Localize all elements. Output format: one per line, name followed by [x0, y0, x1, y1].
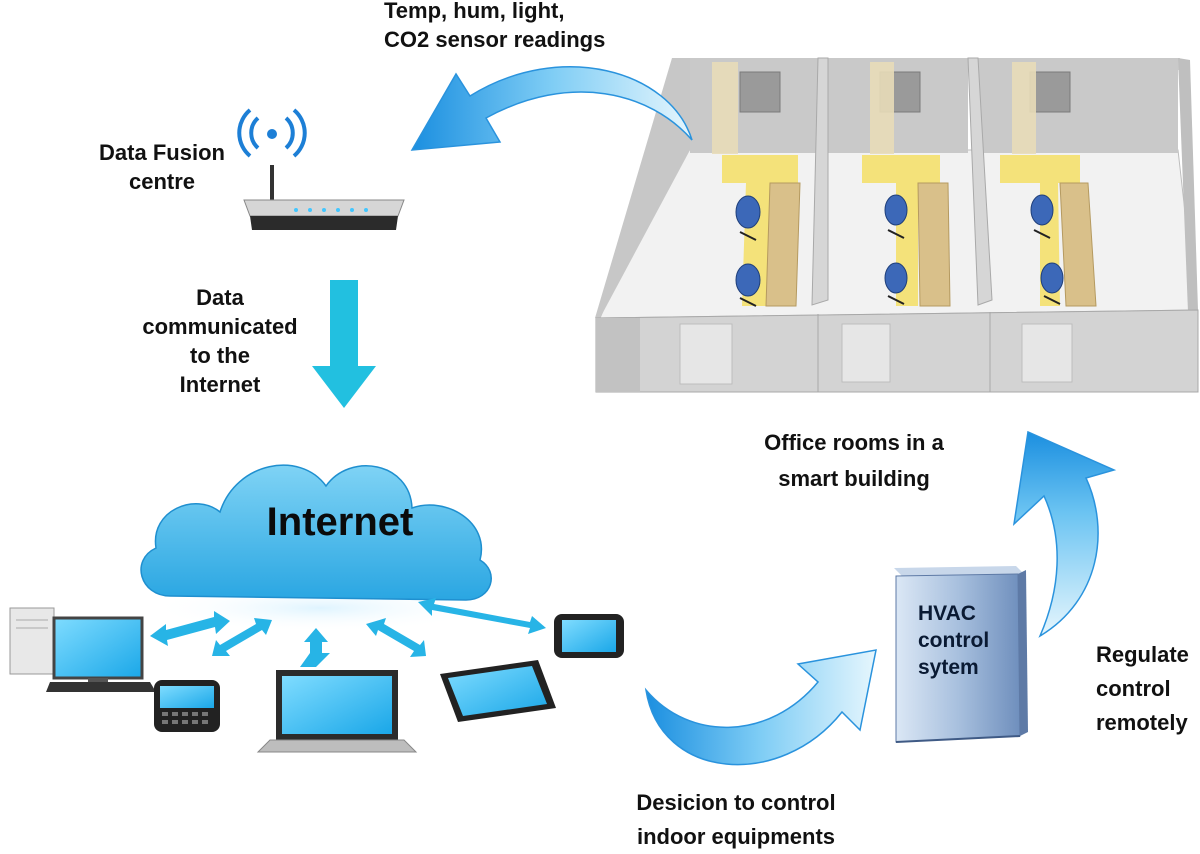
office-rooms-line-2: smart building	[778, 466, 930, 491]
hvac-label: HVAC control sytem	[918, 600, 998, 681]
sensor-readings-line-1: Temp, hum, light,	[384, 0, 565, 23]
hvac-line-1: HVAC	[918, 602, 976, 625]
data-fusion-line-1: Data Fusion	[99, 140, 225, 165]
regulate-arrow	[1012, 430, 1117, 638]
office-rooms-label: Office rooms in a smart building	[716, 425, 992, 497]
decision-line-2: indoor equipments	[637, 824, 835, 849]
sensor-data-arrow	[410, 66, 693, 151]
office-rooms-line-1: Office rooms in a	[764, 430, 944, 455]
hvac-line-3: sytem	[918, 656, 979, 679]
data-communicated-line-1: Data	[196, 285, 244, 310]
laptop-icon	[256, 670, 418, 753]
data-communicated-line-4: Internet	[179, 372, 261, 397]
data-communicated-line-2: communicated	[142, 314, 298, 339]
decision-arrow	[644, 649, 877, 766]
smartphone-icon	[154, 680, 220, 732]
regulate-line-1: Regulate	[1096, 642, 1189, 667]
sensor-readings-line-2: CO2 sensor readings	[384, 27, 606, 52]
decision-label: Desicion to control indoor equipments	[596, 786, 876, 854]
router-icon	[237, 108, 405, 230]
tablet-icon	[440, 660, 556, 722]
decision-line-1: Desicion to control	[636, 790, 836, 815]
smartphone-icon	[554, 614, 624, 658]
internet-label: Internet	[266, 500, 414, 544]
regulate-line-3: remotely	[1096, 710, 1188, 735]
office-building-icon	[595, 57, 1199, 393]
regulate-label: Regulate control remotely	[1096, 638, 1200, 740]
data-fusion-line-2: centre	[128, 169, 196, 194]
data-communicated-label: Data communicated to the Internet	[110, 283, 330, 399]
hvac-line-2: control	[918, 629, 990, 652]
cloud-icon	[140, 464, 492, 632]
sensor-readings-label: Temp, hum, light, CO2 sensor readings	[384, 0, 605, 54]
desktop-computer-icon	[9, 607, 156, 692]
data-down-arrow	[312, 280, 376, 408]
data-communicated-line-3: to the	[190, 343, 250, 368]
data-fusion-label: Data Fusion centre	[74, 138, 250, 196]
hvac-cabinet-icon	[894, 566, 1028, 743]
regulate-line-2: control	[1096, 676, 1171, 701]
device-link-arrows	[150, 598, 546, 667]
